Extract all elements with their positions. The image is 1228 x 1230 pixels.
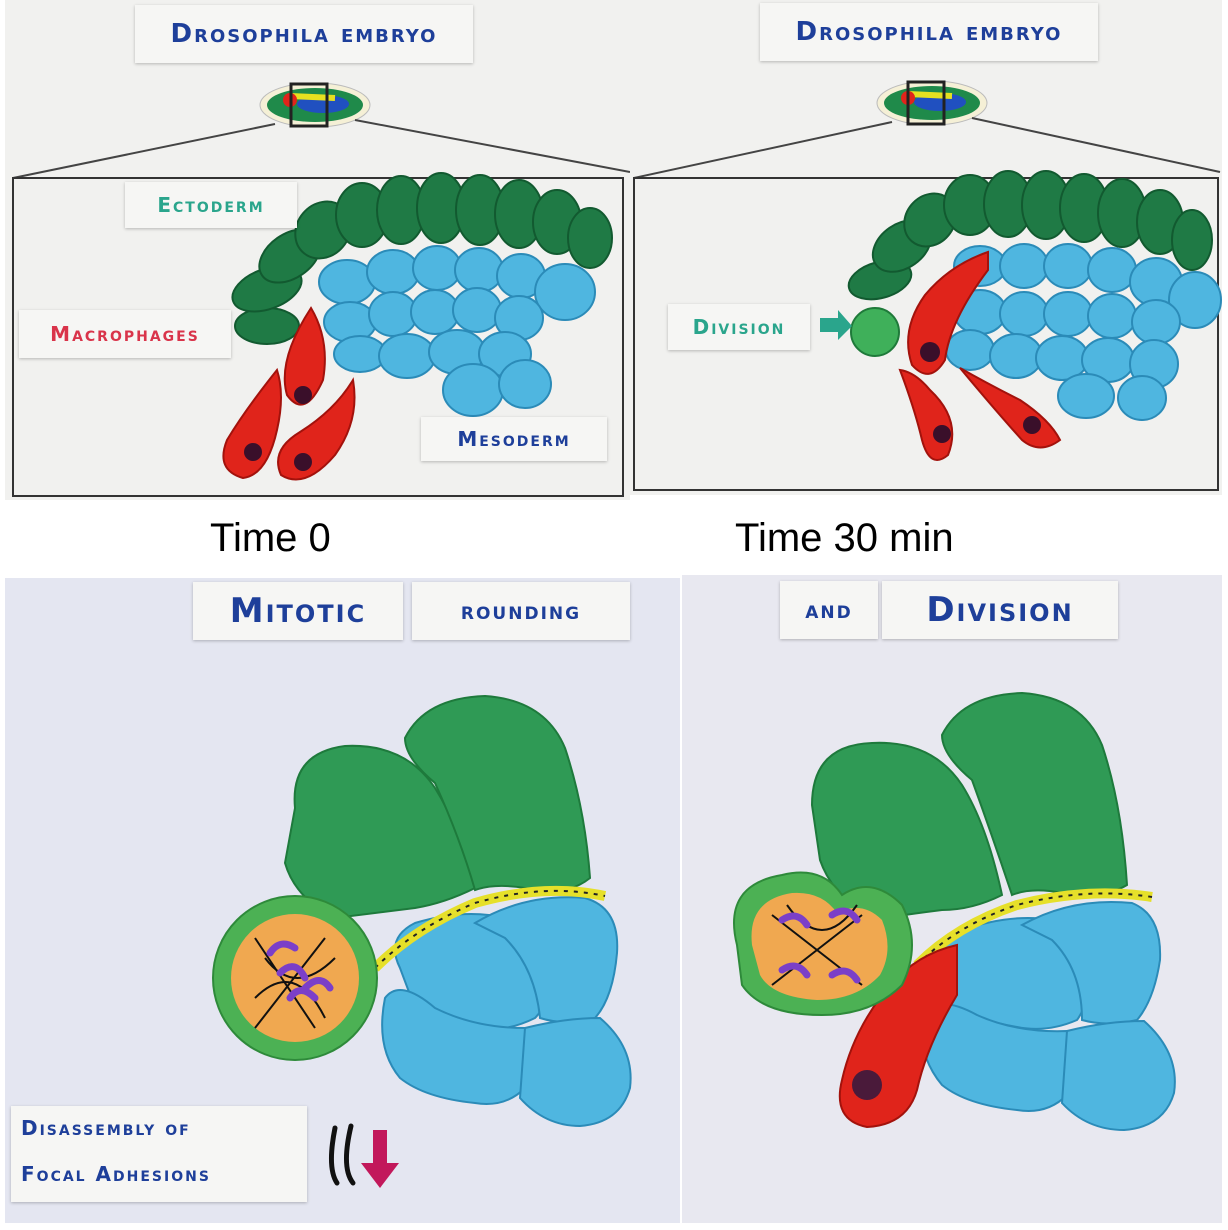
- macrophage-cells-right: [898, 250, 1062, 461]
- mitotic-cell: [212, 895, 378, 1061]
- title-b-right-2: Division: [926, 590, 1074, 630]
- dividing-cell: [850, 307, 900, 357]
- dividing-cell-right: [733, 871, 913, 1017]
- focal-adhesion-icon: [329, 1123, 356, 1186]
- panel-b-right-drawing: [733, 691, 1176, 1132]
- time-0-label: Time 0: [210, 516, 331, 560]
- ectoderm-cells-right: [847, 170, 1213, 301]
- epithelial-blue-cells: [381, 896, 632, 1128]
- division-label: Division: [692, 315, 786, 339]
- embryo-thumbnail: [259, 82, 371, 128]
- title-card-a-left: Drosophila embryo: [135, 5, 473, 63]
- focal-adhesion-note: Disassembly of Focal Adhesions: [11, 1106, 307, 1202]
- mesoderm-label: Mesoderm: [457, 427, 571, 451]
- epithelial-green-cells: [283, 694, 592, 920]
- note-line-2: Focal Adhesions: [21, 1162, 211, 1186]
- ectoderm-label-card: Ectoderm: [125, 182, 297, 228]
- title-card-b-right-2: Division: [882, 581, 1118, 639]
- panel-a-left-drawing: [12, 82, 630, 497]
- down-arrow-icon: [361, 1130, 399, 1188]
- panel-b-left: Mitotic rounding Disassembly of Focal Ad…: [5, 578, 680, 1223]
- title-b-left-1: Mitotic: [229, 591, 367, 631]
- ectoderm-cells: [231, 172, 613, 345]
- macrophages-label-card: Macrophages: [19, 310, 231, 358]
- panel-b-left-drawing: [212, 694, 632, 1188]
- time-30-label: Time 30 min: [735, 516, 954, 560]
- title-card-b-left-1: Mitotic: [193, 582, 403, 640]
- note-line-1: Disassembly of: [21, 1116, 191, 1140]
- mesoderm-cells: [318, 245, 596, 417]
- title-card-b-left-2: rounding: [412, 582, 630, 640]
- title-a-right: Drosophila embryo: [795, 17, 1063, 47]
- title-card-b-right-1: and: [780, 581, 878, 639]
- epithelial-blue-cells-right: [920, 900, 1176, 1132]
- mesoderm-label-card: Mesoderm: [421, 417, 607, 461]
- title-a-left: Drosophila embryo: [170, 19, 438, 49]
- ectoderm-label: Ectoderm: [157, 193, 265, 217]
- division-label-card: Division: [668, 304, 810, 350]
- panel-a-right-drawing: [633, 80, 1222, 491]
- panel-a-right: Drosophila embryo Division: [630, 0, 1222, 495]
- panel-a-left: Drosophila embryo Ectoderm Macrophages M…: [5, 0, 630, 500]
- macrophage-cells: [222, 306, 356, 481]
- panel-b-right: and Division: [682, 575, 1222, 1223]
- division-arrow-icon: [820, 310, 852, 340]
- adhesion-junctions-right: [913, 888, 1153, 969]
- adhesion-junctions: [371, 885, 607, 972]
- epithelial-green-cells-right: [810, 691, 1129, 922]
- title-card-a-right: Drosophila embryo: [760, 3, 1098, 61]
- macrophages-label: Macrophages: [50, 322, 200, 346]
- title-b-right-1: and: [805, 596, 853, 624]
- mesoderm-cells-right: [945, 243, 1222, 421]
- embryo-thumbnail-right: [876, 80, 988, 126]
- title-b-left-2: rounding: [460, 597, 582, 625]
